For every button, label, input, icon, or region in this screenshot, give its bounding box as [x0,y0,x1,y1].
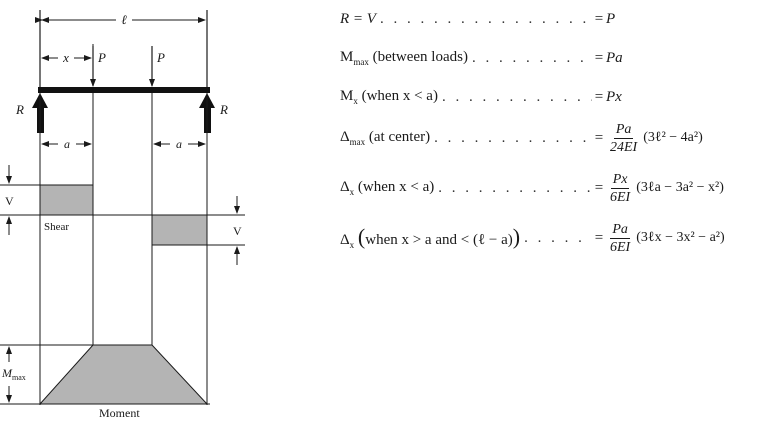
equals-sign: = [594,88,604,105]
equals-sign: = [594,10,604,27]
formula-lhs: Δx (when x > a and < (ℓ − a)) [340,226,521,250]
leader-dots: . . . . . . . . [524,229,592,246]
a-dimension-right: a [153,137,206,151]
equals-sign: = [594,179,604,196]
shear-block-negative [151,214,208,246]
x-label: x [62,50,69,65]
formula-lhs: Δmax (at center) [340,129,431,147]
shear-block-positive [39,184,94,216]
x-dimension: x [41,44,94,70]
formula-lhs: R = V [340,10,376,27]
load-arrow-left: P [90,46,106,87]
span-label: ℓ [121,12,127,27]
span-dimension: ℓ [35,10,208,90]
formula-deflection-x-middle: Δx (when x > a and < (ℓ − a)). . . . . .… [340,218,768,258]
leader-dots: . . . . . . . . . . . . . . . . . . . [441,88,592,105]
beam-diagram: ℓ x P P R R a [0,10,245,420]
shear-caption: Shear [44,221,69,233]
a-label-left: a [64,137,70,151]
reaction-right: R [199,93,228,133]
formula-rhs: Pa [606,49,623,66]
formula-list: R = V. . . . . . . . . . . . . . . . . .… [340,0,768,422]
reaction-label-left: R [15,102,24,117]
beam [38,87,210,93]
moment-max-label: Mmax [1,366,26,382]
leader-dots: . . . . . . . . . . . . . . . . . . . [438,179,592,196]
equals-sign: = [594,49,604,66]
reaction-left: R [15,93,48,133]
equals-sign: = [594,129,604,146]
moment-trapezoid [38,344,209,405]
shear-value-label-left: V [5,194,14,208]
reaction-label-right: R [219,102,228,117]
formula-moment-x: Mx (when x < a). . . . . . . . . . . . .… [340,80,768,114]
moment-diagram: Mmax Moment [0,344,210,420]
load-label-left: P [97,50,106,65]
a-dimension-left: a [41,137,92,151]
leader-dots: . . . . . . . . . . . . . . . . . . . . … [379,10,592,27]
formula-lhs: Δx (when x < a) [340,179,435,197]
shear-diagram: V V Shear [0,165,245,265]
a-label-right: a [176,137,182,151]
shear-value-label-right: V [233,224,242,238]
leader-dots: . . . . . . . . . . . . . . . . . . . [471,49,592,66]
load-label-right: P [156,50,165,65]
formula-lhs: Mx (when x < a) [340,88,438,106]
formula-deflection-max: Δmax (at center). . . . . . . . . . . . … [340,118,768,158]
formula-reaction: R = V. . . . . . . . . . . . . . . . . .… [340,2,768,36]
formula-rhs: Px [606,88,622,105]
load-arrow-right: P [149,46,165,87]
equals-sign: = [594,229,604,246]
formula-deflection-x-inner: Δx (when x < a). . . . . . . . . . . . .… [340,168,768,208]
moment-caption: Moment [99,406,140,420]
formula-rhs: P [606,10,616,27]
formula-lhs: Mmax (between loads) [340,49,468,67]
formula-moment-max: Mmax (between loads). . . . . . . . . . … [340,41,768,75]
leader-dots: . . . . . . . . . . . . . . . . . . . [434,129,592,146]
